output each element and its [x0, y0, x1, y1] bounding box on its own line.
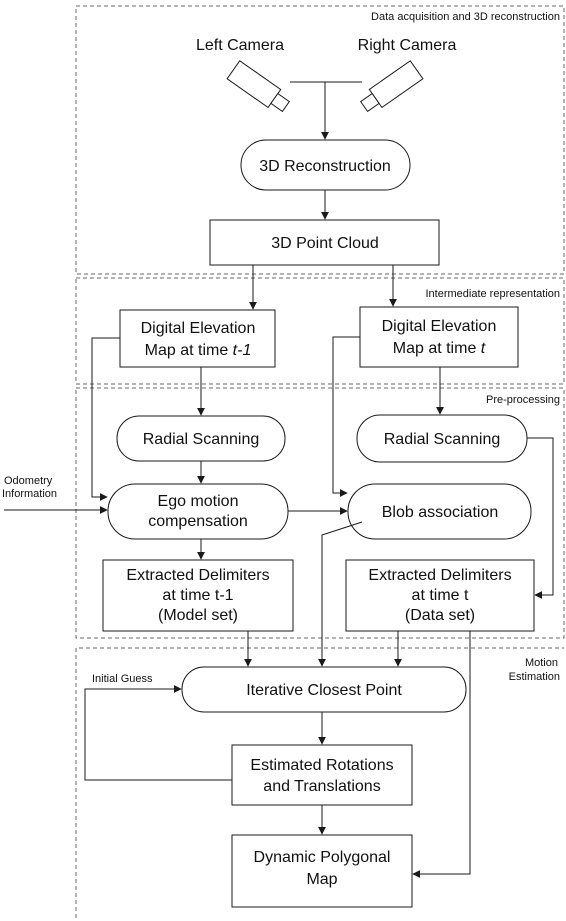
node-dynamic-polygonal-map: Dynamic Polygonal Map	[231, 834, 413, 908]
svg-text:Radial Scanning: Radial Scanning	[143, 431, 260, 448]
edges	[4, 81, 554, 878]
odometry-label-2: Information	[2, 488, 57, 500]
svg-text:3D Point Cloud: 3D Point Cloud	[271, 235, 379, 252]
region-acquisition: Data acquisition and 3D reconstruction	[75, 5, 565, 275]
svg-text:Extracted Delimiters: Extracted Delimiters	[368, 567, 511, 584]
svg-text:Map at time t-1: Map at time t-1	[145, 342, 252, 359]
svg-text:Digital Elevation: Digital Elevation	[382, 318, 497, 335]
left-camera-label: Left Camera	[196, 37, 284, 54]
node-radial-scanning-right: Radial Scanning	[356, 414, 528, 463]
node-estimated-rotations: Estimated Rotations and Translations	[231, 744, 413, 806]
right-camera-label: Right Camera	[358, 37, 457, 54]
node-3d-point-cloud: 3D Point Cloud	[209, 219, 440, 266]
node-delimiters-t: Extracted Delimiters at time t (Data set…	[345, 559, 535, 632]
node-dem-t: Digital Elevation Map at time t	[359, 306, 519, 368]
svg-text:compensation: compensation	[148, 513, 248, 530]
node-radial-scanning-left: Radial Scanning	[116, 415, 286, 462]
edge-dem-curr-to-blob	[332, 336, 360, 497]
edge-dem-prev-to-ego	[91, 337, 120, 501]
svg-text:Extracted Delimiters: Extracted Delimiters	[126, 567, 269, 584]
svg-text:Dynamic Polygonal: Dynamic Polygonal	[254, 849, 391, 866]
region-motion-label-2: Estimation	[509, 671, 560, 683]
svg-text:Map: Map	[306, 871, 337, 888]
svg-text:Radial Scanning: Radial Scanning	[384, 431, 501, 448]
svg-text:Iterative Closest Point: Iterative Closest Point	[246, 682, 402, 699]
region-preprocessing: Pre-processing	[75, 387, 565, 639]
svg-text:Estimated Rotations: Estimated Rotations	[250, 757, 393, 774]
svg-text:Digital Elevation: Digital Elevation	[141, 320, 256, 337]
edge-radial-to-delim-curr	[527, 437, 554, 599]
edge-delim-curr-to-map	[412, 631, 471, 878]
svg-text:and Translations: and Translations	[263, 778, 380, 795]
region-motion-estimation: Motion Estimation	[75, 647, 564, 918]
region-intermediate-label: Intermediate representation	[425, 288, 560, 300]
node-delimiters-t-minus-1: Extracted Delimiters at time t-1 (Model …	[102, 559, 294, 632]
node-blob-association: Blob association	[347, 483, 532, 540]
right-camera-icon	[360, 60, 424, 113]
svg-text:Map at time t: Map at time t	[393, 340, 486, 357]
initial-guess-label: Initial Guess	[92, 673, 153, 685]
svg-text:at time t-1: at time t-1	[162, 587, 233, 604]
odometry-label-1: Odometry	[4, 475, 53, 487]
region-preprocessing-label: Pre-processing	[486, 394, 560, 406]
edge-feedback-initial-guess	[84, 685, 232, 781]
svg-text:Ego motion: Ego motion	[158, 493, 239, 510]
region-motion-label-1: Motion	[525, 657, 558, 669]
svg-text:3D Reconstruction: 3D Reconstruction	[259, 158, 391, 175]
edge-blob-to-icp	[318, 521, 363, 667]
node-ego-motion-compensation: Ego motion compensation	[107, 483, 289, 540]
svg-text:(Data set): (Data set)	[405, 607, 475, 624]
node-iterative-closest-point: Iterative Closest Point	[181, 666, 467, 713]
svg-text:at time t: at time t	[412, 587, 469, 604]
svg-text:(Model set): (Model set)	[158, 607, 238, 624]
region-intermediate: Intermediate representation	[75, 277, 565, 385]
left-camera-icon	[226, 60, 290, 113]
node-dem-t-minus-1: Digital Elevation Map at time t-1	[119, 309, 276, 368]
region-acquisition-label: Data acquisition and 3D reconstruction	[371, 11, 560, 23]
node-3d-reconstruction: 3D Reconstruction	[240, 139, 411, 191]
svg-text:Blob association: Blob association	[382, 504, 499, 521]
